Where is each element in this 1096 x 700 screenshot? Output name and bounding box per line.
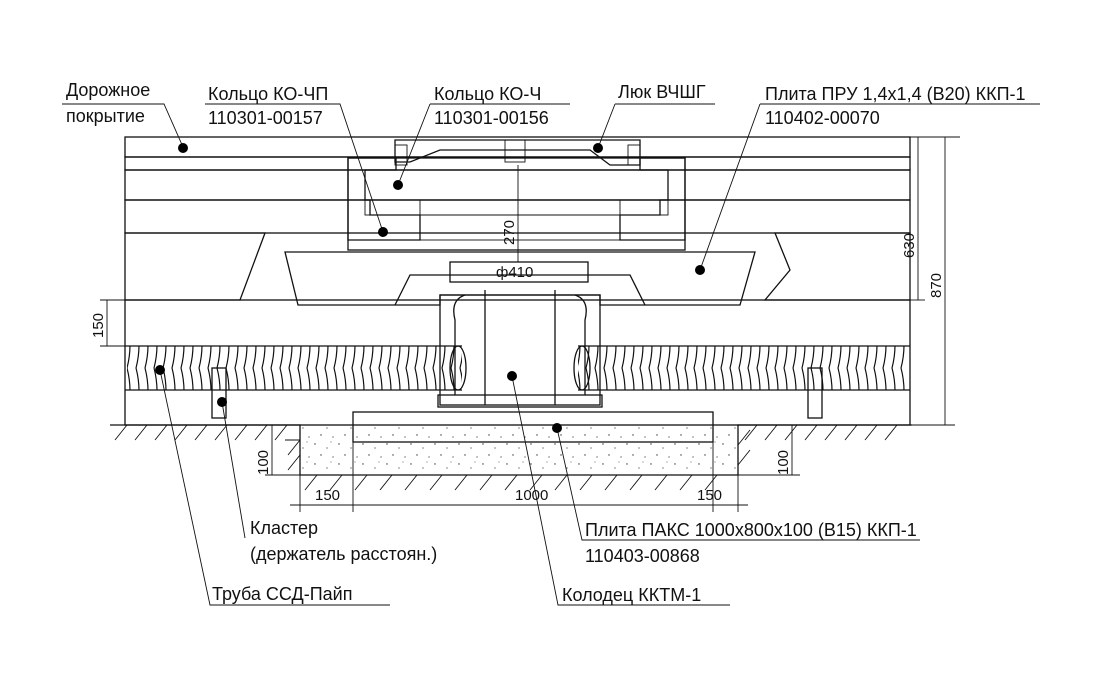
dim-sand-150: 150 — [90, 313, 107, 338]
label-plate-pru: Плита ПРУ 1,4x1,4 (В20) ККП-1 — [765, 84, 1026, 104]
dim-bottom-left-150: 150 — [315, 487, 340, 504]
label-cluster: Кластер — [250, 518, 318, 538]
label-road-surface-2: покрытие — [66, 106, 145, 126]
rings — [347, 157, 686, 251]
label-pipe: Труба ССД-Пайп — [212, 584, 352, 604]
code-plate-pru: 110402-00070 — [765, 108, 880, 128]
code-plate-paks: 110403-00868 — [585, 546, 700, 566]
code-ring-koch: 110301-00156 — [434, 108, 549, 128]
manhole-hatch — [394, 139, 641, 166]
pipe-ssd — [125, 345, 910, 391]
label-well: Колодец ККТМ-1 — [562, 585, 701, 605]
leader-lines — [62, 103, 1040, 606]
label-ring-koch: Кольцо КО-Ч — [434, 84, 541, 104]
dim-630: 630 — [901, 233, 918, 258]
dim-diameter: ф410 — [496, 264, 533, 281]
label-road-surface: Дорожное — [66, 80, 150, 100]
plate-paks — [352, 411, 714, 443]
dim-base-left-100: 100 — [255, 450, 272, 475]
label-hatch: Люк ВЧШГ — [618, 82, 706, 102]
label-plate-paks: Плита ПАКС 1000x800x100 (В15) ККП-1 — [585, 520, 917, 540]
label-ring-kochp: Кольцо КО-ЧП — [208, 84, 328, 104]
cluster-right — [807, 367, 823, 419]
well-kktm — [394, 261, 646, 408]
dim-bottom-1000: 1000 — [515, 487, 548, 504]
code-ring-kochp: 110301-00157 — [208, 108, 323, 128]
label-cluster-desc: (держатель расстоян.) — [250, 544, 437, 564]
dim-bottom-right-150: 150 — [697, 487, 722, 504]
dim-base-right-100: 100 — [775, 450, 792, 475]
dimension-lines — [100, 136, 960, 512]
cluster-left — [211, 367, 227, 419]
dim-ring-height: 270 — [501, 220, 518, 245]
sand-base — [300, 425, 738, 475]
dim-870: 870 — [928, 273, 945, 298]
